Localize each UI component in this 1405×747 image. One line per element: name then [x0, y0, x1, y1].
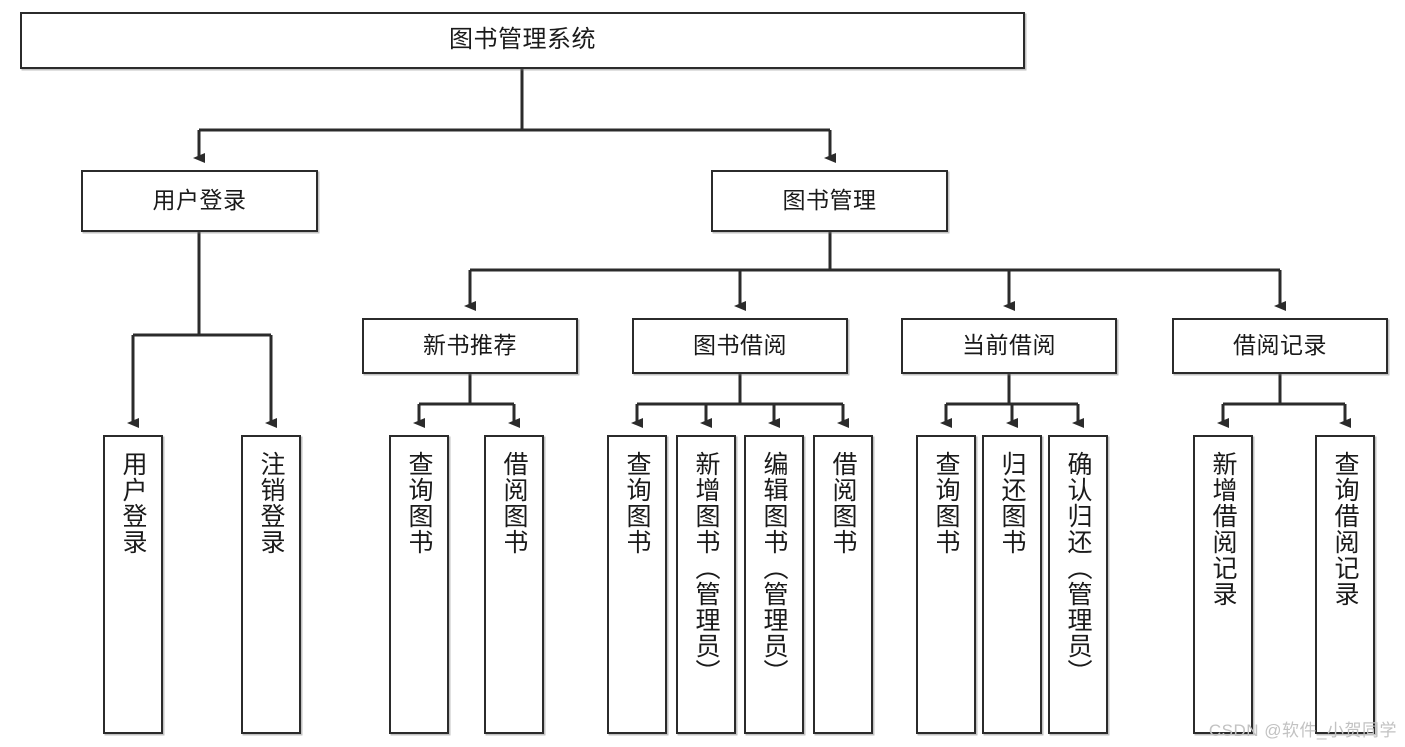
leaf-user-login-login[interactable]: 用户登录 [103, 435, 163, 734]
leaf-current-borrow-return-book[interactable]: 归还图书 [982, 435, 1042, 734]
leaf-new-book-borrow-book[interactable]: 借阅图书 [484, 435, 544, 734]
node-label: 新增图书（管理员） [692, 451, 720, 685]
node-label: 当前借阅 [962, 332, 1056, 359]
node-label: 图书管理系统 [449, 26, 596, 54]
leaf-current-borrow-confirm-return[interactable]: 确认归还（管理员） [1048, 435, 1108, 734]
node-label: 查询图书 [405, 451, 433, 555]
node-label: 确认归还（管理员） [1064, 451, 1092, 685]
node-label: 注销登录 [257, 451, 285, 555]
node-label: 新增借阅记录 [1209, 451, 1237, 607]
node-current-borrow[interactable]: 当前借阅 [901, 318, 1117, 374]
node-book-management[interactable]: 图书管理 [711, 170, 948, 232]
leaf-new-book-query-book[interactable]: 查询图书 [389, 435, 449, 734]
node-label: 图书借阅 [693, 332, 787, 359]
leaf-book-borrow-add-book[interactable]: 新增图书（管理员） [676, 435, 736, 734]
node-label: 借阅图书 [829, 451, 857, 555]
node-new-book-recommend[interactable]: 新书推荐 [362, 318, 578, 374]
node-label: 查询借阅记录 [1331, 451, 1359, 607]
node-user-login[interactable]: 用户登录 [81, 170, 318, 232]
leaf-borrow-record-add-record[interactable]: 新增借阅记录 [1193, 435, 1253, 734]
node-label: 用户登录 [119, 451, 147, 555]
leaf-book-borrow-edit-book[interactable]: 编辑图书（管理员） [744, 435, 804, 734]
node-label: 查询图书 [623, 451, 651, 555]
node-label: 新书推荐 [423, 332, 517, 359]
node-root-library-system[interactable]: 图书管理系统 [20, 12, 1025, 69]
leaf-borrow-record-query-record[interactable]: 查询借阅记录 [1315, 435, 1375, 734]
node-label: 借阅图书 [500, 451, 528, 555]
node-book-borrow[interactable]: 图书借阅 [632, 318, 848, 374]
leaf-current-borrow-query-book[interactable]: 查询图书 [916, 435, 976, 734]
node-label: 图书管理 [782, 187, 877, 214]
node-label: 借阅记录 [1233, 332, 1327, 359]
node-label: 归还图书 [998, 451, 1026, 555]
node-label: 查询图书 [932, 451, 960, 555]
leaf-book-borrow-query-book[interactable]: 查询图书 [607, 435, 667, 734]
node-label: 用户登录 [152, 187, 247, 214]
leaf-user-login-logout[interactable]: 注销登录 [241, 435, 301, 734]
node-borrow-record[interactable]: 借阅记录 [1172, 318, 1388, 374]
watermark: CSDN @软件_小贺同学 [1208, 721, 1397, 740]
leaf-book-borrow-borrow-book[interactable]: 借阅图书 [813, 435, 873, 734]
node-label: 编辑图书（管理员） [760, 451, 788, 685]
